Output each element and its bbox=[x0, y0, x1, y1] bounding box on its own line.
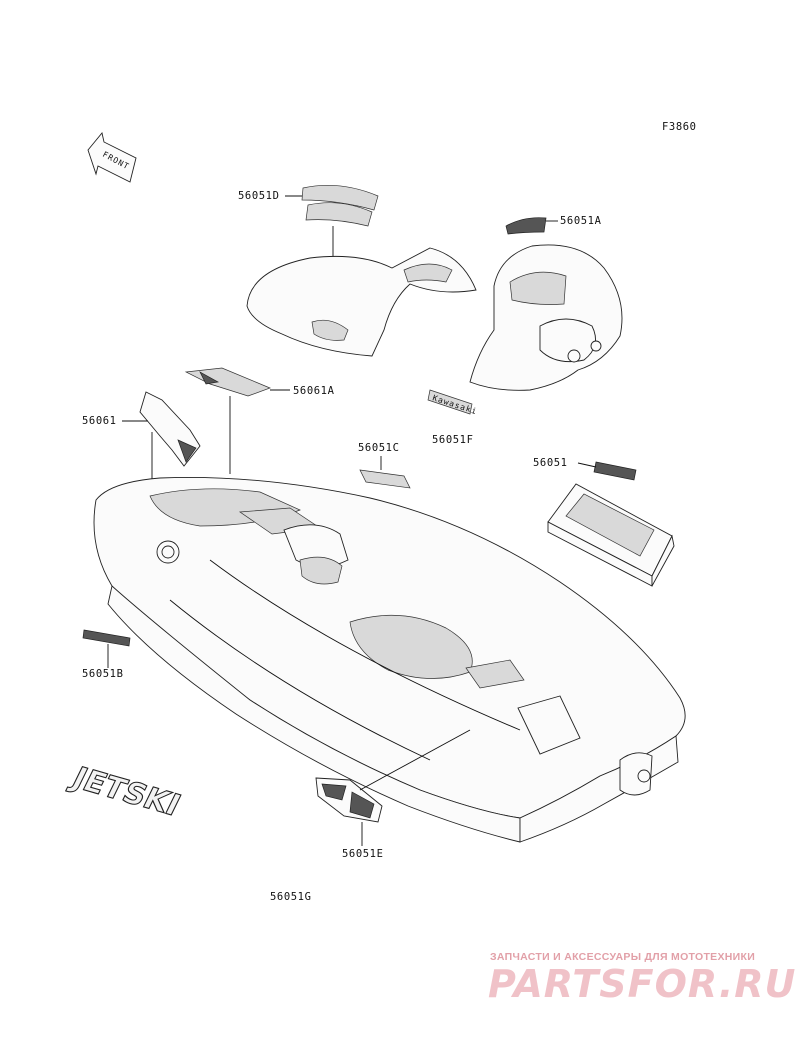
decal-kawasaki-text: Kawasaki bbox=[431, 393, 478, 416]
decal-56051c bbox=[359, 469, 411, 489]
storage-tray-part bbox=[547, 483, 675, 587]
decal-56051b bbox=[82, 629, 131, 647]
label-56051: 56051 bbox=[533, 457, 568, 469]
watermark-logo: PARTSFOR.RU bbox=[488, 962, 797, 1006]
front-cover-part bbox=[246, 247, 477, 357]
leader-56051 bbox=[577, 462, 597, 468]
label-56061: 56061 bbox=[82, 415, 117, 427]
decal-56051e bbox=[315, 777, 383, 823]
decal-56051 bbox=[593, 461, 637, 481]
figure-code: F3860 bbox=[662, 121, 697, 133]
label-56051a: 56051A bbox=[560, 215, 602, 227]
label-56051g: 56051G bbox=[270, 891, 312, 903]
hull-part bbox=[93, 476, 686, 843]
label-56051d: 56051D bbox=[238, 190, 280, 202]
label-56051e: 56051E bbox=[342, 848, 384, 860]
decal-56061 bbox=[139, 391, 201, 467]
decal-56061a bbox=[184, 367, 271, 397]
decal-56051f: Kawasaki bbox=[427, 389, 478, 416]
watermark-tagline: ЗАПЧАСТИ И АКСЕССУАРЫ ДЛЯ МОТОТЕХНИКИ bbox=[490, 951, 756, 963]
label-56051c: 56051C bbox=[358, 442, 400, 454]
decal-56051g: JETSKI bbox=[64, 760, 186, 823]
label-56051f: 56051F bbox=[432, 434, 474, 446]
console-part bbox=[469, 244, 623, 391]
decal-jetski-text: JETSKI bbox=[65, 761, 186, 823]
label-56061a: 56061A bbox=[293, 385, 335, 397]
label-56051b: 56051B bbox=[82, 668, 124, 680]
front-arrow-icon: FRONT bbox=[87, 132, 137, 183]
decal-56051d bbox=[301, 184, 379, 227]
decal-56051a bbox=[505, 217, 547, 235]
leader-56051e bbox=[359, 729, 471, 791]
